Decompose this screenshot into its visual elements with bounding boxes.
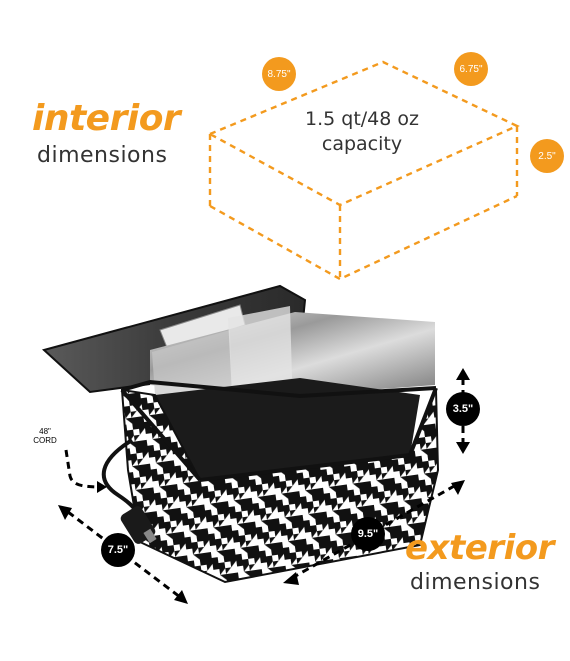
capacity-label: 1.5 qt/48 oz capacity xyxy=(272,107,452,157)
interior-length-badge: 8.75" xyxy=(262,57,296,91)
interior-heading: interior xyxy=(32,98,181,139)
capacity-line-2: capacity xyxy=(321,133,403,155)
interior-height-badge: 2.5" xyxy=(530,139,564,173)
exterior-heading: exterior xyxy=(405,528,554,568)
exterior-height-badge: 3.5" xyxy=(446,392,480,426)
exterior-length-badge: 9.5" xyxy=(351,517,385,551)
capacity-line-1: 1.5 qt/48 oz xyxy=(305,108,419,130)
exterior-subheading: dimensions xyxy=(410,570,541,595)
cord-length-unit: CORD xyxy=(33,436,57,445)
cord-length-value: 48" xyxy=(39,427,51,436)
cord-length-label: 48" CORD xyxy=(27,427,63,445)
interior-width-badge: 6.75" xyxy=(454,52,488,86)
interior-subheading: dimensions xyxy=(37,143,168,168)
exterior-width-badge: 7.5" xyxy=(101,533,135,567)
